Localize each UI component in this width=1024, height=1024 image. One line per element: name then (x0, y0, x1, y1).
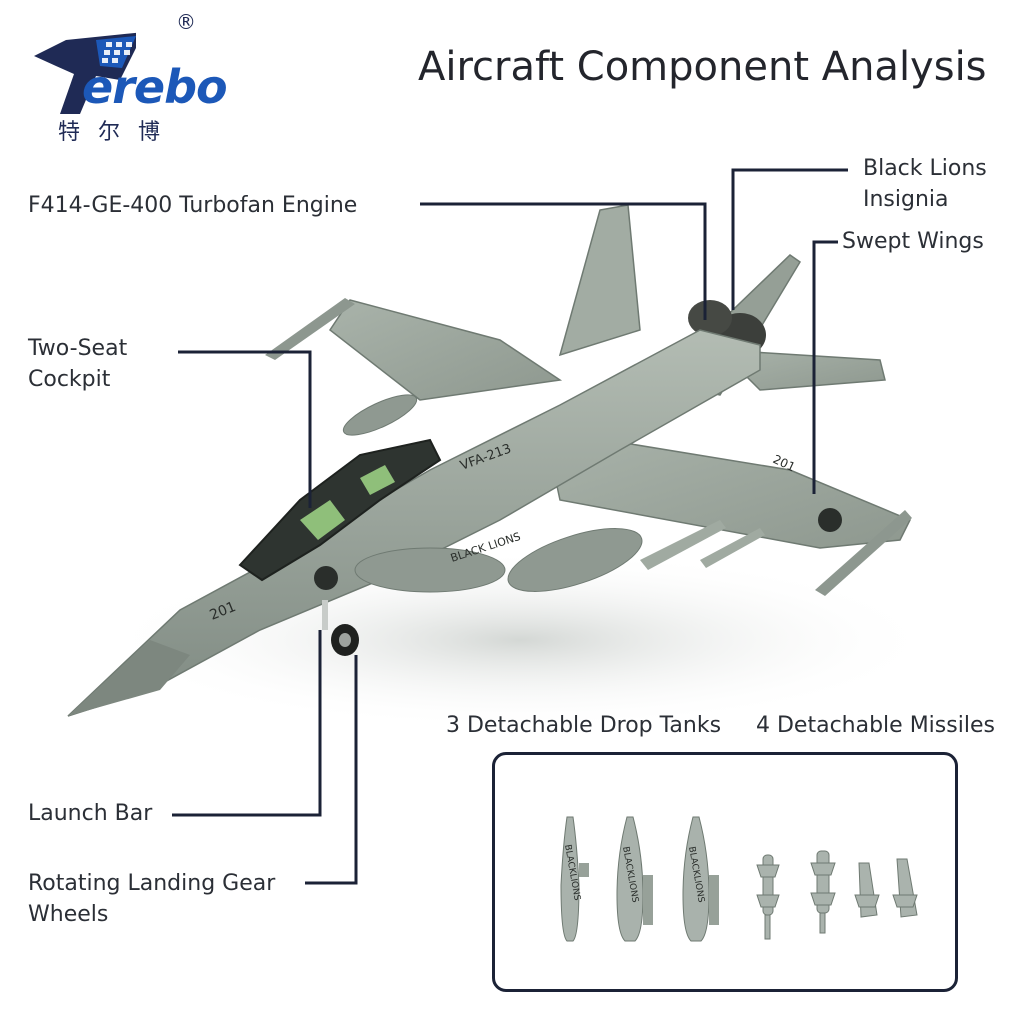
insignia-callout-line2: Insignia (863, 187, 949, 212)
cockpit-callout-line2: Cockpit (28, 367, 111, 392)
missile-2 (810, 850, 836, 934)
cockpit-callout-line1: Two-Seat (28, 336, 128, 361)
engine-callout: F414-GE-400 Turbofan Engine (28, 193, 358, 218)
drop-tanks-heading: 3 Detachable Drop Tanks (446, 713, 722, 738)
drop-tank-3: BLACKLIONS (682, 816, 719, 942)
gear-callout-line1: Rotating Landing Gear (28, 871, 276, 896)
missile-1 (756, 854, 780, 940)
drop-tank-1: BLACKLIONS (560, 816, 589, 942)
gear-callout-line2: Wheels (28, 902, 109, 927)
missile-3 (854, 862, 880, 918)
accessories-panel: BLACKLIONS BLACKLIONS BLACKLIONS (492, 752, 958, 992)
accessories-illustration: BLACKLIONS BLACKLIONS BLACKLIONS (560, 816, 918, 942)
launch-bar-callout: Launch Bar (28, 801, 153, 826)
missile-4 (892, 858, 918, 918)
brand-logo: erebo 特尔博 ® (26, 10, 228, 145)
drop-tank-2: BLACKLIONS (616, 816, 653, 942)
page-title: Aircraft Component Analysis (418, 44, 987, 90)
eagle-head-icon (34, 32, 136, 114)
wings-callout: Swept Wings (842, 229, 984, 254)
brand-chinese-name: 特尔博 (58, 120, 179, 145)
brand-wordmark: erebo (82, 60, 228, 114)
registered-mark: ® (176, 10, 196, 34)
insignia-callout-line1: Black Lions (863, 156, 987, 181)
missiles-heading: 4 Detachable Missiles (756, 713, 995, 738)
